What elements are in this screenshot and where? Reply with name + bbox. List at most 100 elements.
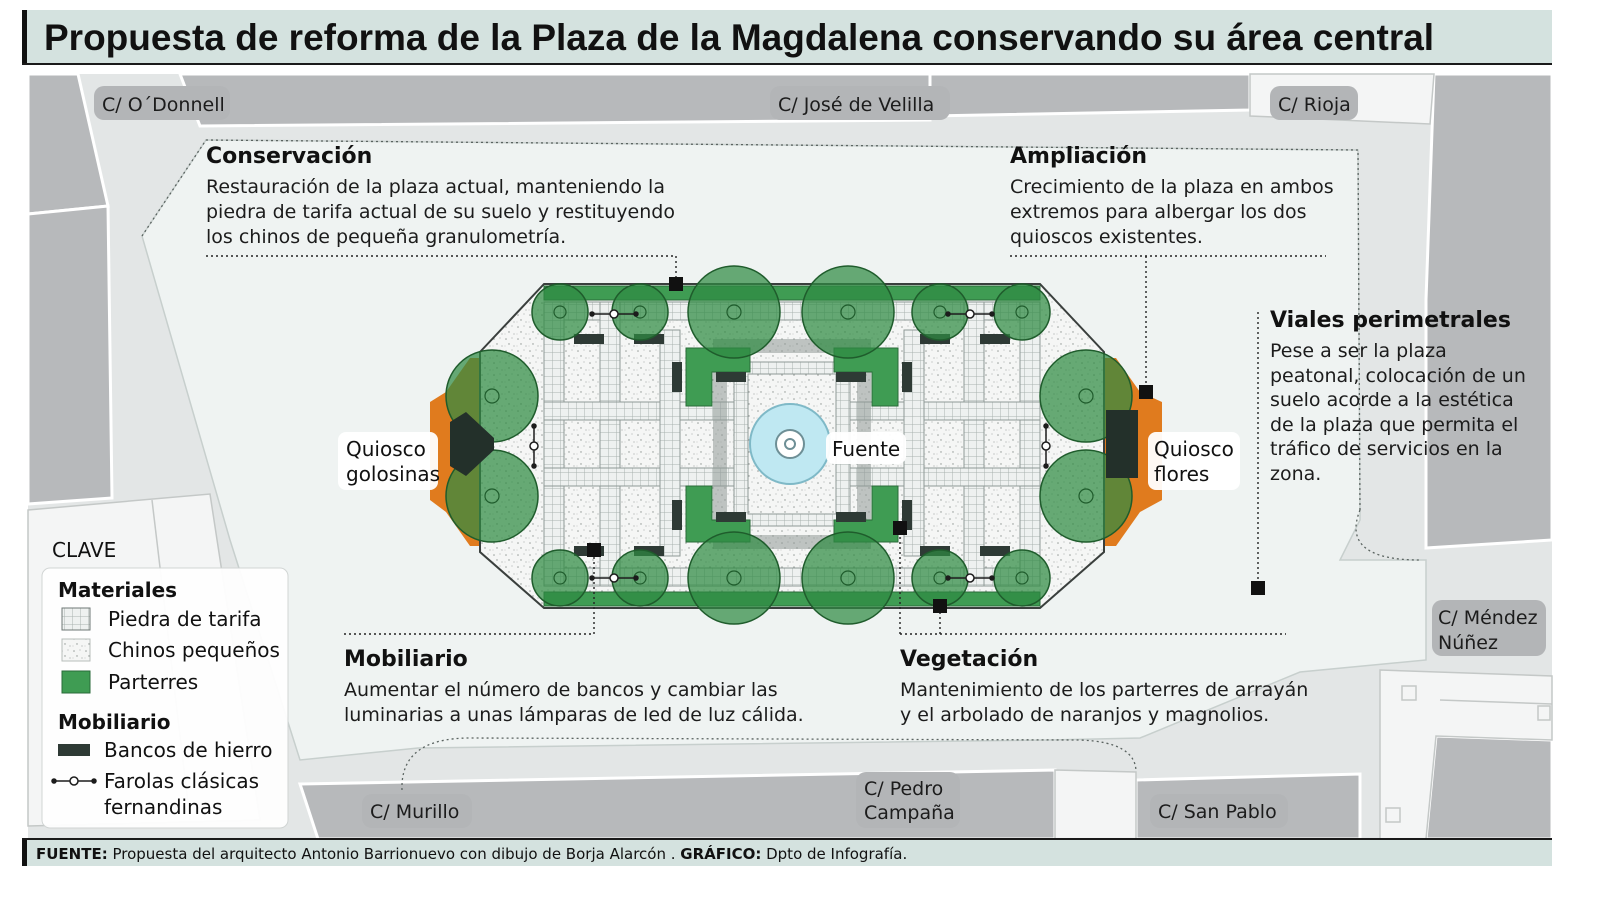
building-block xyxy=(928,72,1252,118)
street-labels: C/ O´Donnell C/ José de Velilla C/ Rioja… xyxy=(94,86,1546,828)
leader-markers xyxy=(587,277,1265,613)
bench xyxy=(716,372,746,382)
svg-text:C/ Rioja: C/ Rioja xyxy=(1278,94,1351,116)
svg-text:zona.: zona. xyxy=(1270,463,1321,485)
svg-text:Chinos pequeños: Chinos pequeños xyxy=(108,638,280,662)
svg-text:C/ Murillo: C/ Murillo xyxy=(370,801,459,823)
street-lamps xyxy=(529,309,1051,583)
label-quiosco-golosinas: Quiosco golosinas xyxy=(338,432,440,490)
svg-text:C/ San Pablo: C/ San Pablo xyxy=(1158,801,1277,823)
svg-text:Campaña: Campaña xyxy=(864,802,955,824)
parcel xyxy=(1054,769,1137,840)
svg-text:de la plaza que permita el: de la plaza que permita el xyxy=(1270,414,1518,436)
svg-text:C/ Méndez: C/ Méndez xyxy=(1438,607,1538,629)
tree xyxy=(687,265,781,359)
svg-text:CLAVE: CLAVE xyxy=(52,538,116,562)
bench xyxy=(980,546,1010,556)
title-band xyxy=(22,10,1552,64)
street-label-mendez-nunez: C/ Méndez Núñez xyxy=(1432,600,1546,656)
svg-text:peatonal, colocación de un: peatonal, colocación de un xyxy=(1270,365,1526,387)
svg-text:piedra de tarifa actual de su: piedra de tarifa actual de su suelo y re… xyxy=(206,201,675,223)
svg-text:Quiosco: Quiosco xyxy=(1154,437,1234,461)
svg-text:Quiosco: Quiosco xyxy=(346,437,426,461)
lamp xyxy=(945,573,995,583)
svg-text:Materiales: Materiales xyxy=(58,578,177,602)
building-block xyxy=(1424,72,1554,550)
svg-text:golosinas: golosinas xyxy=(346,462,440,486)
bench xyxy=(902,362,912,392)
svg-text:C/ José de Velilla: C/ José de Velilla xyxy=(778,94,934,116)
svg-text:Núñez: Núñez xyxy=(1438,632,1498,654)
lamp xyxy=(589,309,639,319)
page-title: Propuesta de reforma de la Plaza de la M… xyxy=(44,17,1434,58)
footer-band xyxy=(22,840,1552,866)
svg-text:Conservación: Conservación xyxy=(206,144,372,169)
bench xyxy=(902,500,912,530)
footer-credits: FUENTE: Propuesta del arquitecto Antonio… xyxy=(36,844,907,863)
label-fuente: Fuente xyxy=(826,432,906,464)
svg-text:quioscos existentes.: quioscos existentes. xyxy=(1010,226,1203,248)
legend-lamp-icon xyxy=(51,776,97,786)
tree xyxy=(993,549,1051,607)
svg-text:Piedra de tarifa: Piedra de tarifa xyxy=(108,607,262,631)
svg-text:Fuente: Fuente xyxy=(832,437,900,461)
legend-swatch-bancos xyxy=(58,744,90,756)
bench xyxy=(574,334,604,344)
annotation-mobiliario: Mobiliario Aumentar el número de bancos … xyxy=(344,647,804,726)
bench xyxy=(980,334,1010,344)
bench xyxy=(672,362,682,392)
kiosk-flores xyxy=(1106,410,1138,478)
svg-text:suelo acorde a la estética: suelo acorde a la estética xyxy=(1270,389,1514,411)
bench xyxy=(716,512,746,522)
svg-text:Mantenimiento de los parterres: Mantenimiento de los parterres de arrayá… xyxy=(900,679,1308,701)
tree-centers xyxy=(484,304,1094,586)
tree xyxy=(611,283,669,341)
legend-swatch-parterres xyxy=(61,670,91,694)
annotation-viales: Viales perimetrales Pese a ser la plaza … xyxy=(1270,308,1526,485)
building-block xyxy=(1424,734,1554,841)
lamp xyxy=(529,423,539,469)
tree xyxy=(531,283,589,341)
bench xyxy=(836,512,866,522)
tree xyxy=(993,283,1051,341)
svg-text:Parterres: Parterres xyxy=(108,670,198,694)
legend-panel xyxy=(41,567,289,829)
tree xyxy=(687,531,781,625)
tree xyxy=(801,265,895,359)
street-label-rioja: C/ Rioja xyxy=(1270,86,1358,120)
svg-text:Mobiliario: Mobiliario xyxy=(58,710,170,734)
tree xyxy=(531,549,589,607)
parterres xyxy=(543,285,1041,607)
tree xyxy=(911,283,969,341)
svg-text:Mobiliario: Mobiliario xyxy=(344,647,468,672)
svg-text:C/ Pedro: C/ Pedro xyxy=(864,778,943,800)
svg-text:flores: flores xyxy=(1154,462,1209,486)
annotation-ampliacion: Ampliación Crecimiento de la plaza en am… xyxy=(1010,144,1334,248)
street-label-odonnell: C/ O´Donnell xyxy=(94,86,230,120)
svg-text:Restauración de la plaza actua: Restauración de la plaza actual, manteni… xyxy=(206,176,665,198)
label-quiosco-flores: Quiosco flores xyxy=(1148,432,1240,490)
annotation-conservacion: Conservación Restauración de la plaza ac… xyxy=(206,144,675,248)
buildings xyxy=(26,72,1554,841)
legend-swatch-piedra xyxy=(61,607,91,631)
leader-lines xyxy=(206,255,1326,635)
svg-text:Viales perimetrales: Viales perimetrales xyxy=(1270,308,1511,333)
svg-text:Pese a ser la plaza: Pese a ser la plaza xyxy=(1270,340,1447,362)
svg-text:fernandinas: fernandinas xyxy=(104,795,222,819)
svg-text:extremos para albergar los dos: extremos para albergar los dos xyxy=(1010,201,1307,223)
plaza-border-dotted xyxy=(1355,509,1421,561)
street-label-murillo: C/ Murillo xyxy=(362,794,472,828)
plaza-border-dotted xyxy=(401,737,1137,791)
svg-text:Farolas clásicas: Farolas clásicas xyxy=(104,769,259,793)
lamp xyxy=(1041,423,1051,469)
svg-text:Ampliación: Ampliación xyxy=(1010,144,1147,169)
svg-text:C/ O´Donnell: C/ O´Donnell xyxy=(102,94,225,116)
tree xyxy=(801,531,895,625)
kiosk-golosinas xyxy=(450,412,494,476)
street-label-pedro-campana: C/ Pedro Campaña xyxy=(856,772,960,828)
legend-swatch-chinos xyxy=(61,638,91,662)
fountain xyxy=(749,403,831,485)
building-block xyxy=(26,204,114,506)
street-label-jose-velilla: C/ José de Velilla xyxy=(770,86,950,120)
